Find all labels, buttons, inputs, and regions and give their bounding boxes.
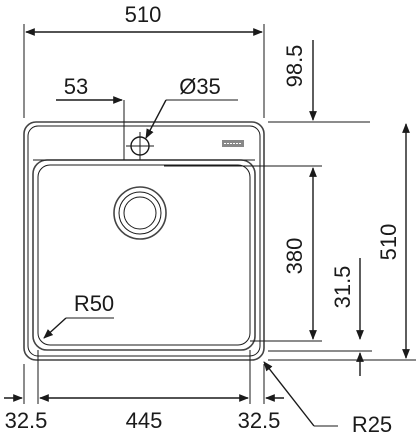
dimension-outer-radius: R25 bbox=[263, 361, 392, 437]
dimension-bottom-margin: 31.5 bbox=[268, 258, 372, 376]
sink-outline bbox=[23, 121, 265, 361]
label-top-margin: 98.5 bbox=[282, 45, 307, 88]
label-tap-hole: Ø35 bbox=[179, 74, 221, 99]
label-bottom-margin: 31.5 bbox=[330, 266, 355, 309]
label-outer-radius: R25 bbox=[352, 412, 392, 437]
tap-hole-icon bbox=[126, 132, 154, 160]
label-bowl-depth: 380 bbox=[282, 238, 307, 275]
sink-outer-edge bbox=[23, 121, 265, 361]
bowl-inner-outline bbox=[37, 164, 251, 346]
dimension-top-margin: 98.5 bbox=[164, 40, 370, 167]
label-bowl-radius: R50 bbox=[74, 291, 114, 316]
label-bowl-width: 445 bbox=[126, 408, 163, 433]
dimension-bowl-depth: 380 bbox=[250, 167, 322, 342]
label-overall-width: 510 bbox=[125, 2, 162, 27]
dimension-bottom-row: 32.5 445 32.5 bbox=[4, 350, 284, 433]
dimension-overall-width: 510 bbox=[23, 2, 265, 118]
dimension-bowl-radius: R50 bbox=[43, 291, 114, 339]
bowl-outline bbox=[32, 159, 256, 351]
label-side-right: 32.5 bbox=[238, 408, 281, 433]
label-side-left: 32.5 bbox=[5, 408, 48, 433]
dimension-tap-hole: Ø35 bbox=[145, 74, 238, 139]
dimension-tap-offset: 53 bbox=[56, 74, 125, 160]
logo-plate-icon bbox=[222, 140, 244, 147]
sink-inner-edge bbox=[27, 125, 261, 357]
drain-icon bbox=[113, 186, 167, 240]
label-tap-offset: 53 bbox=[64, 74, 88, 99]
dimension-overall-depth: 510 bbox=[268, 123, 416, 361]
label-overall-depth: 510 bbox=[376, 224, 401, 261]
